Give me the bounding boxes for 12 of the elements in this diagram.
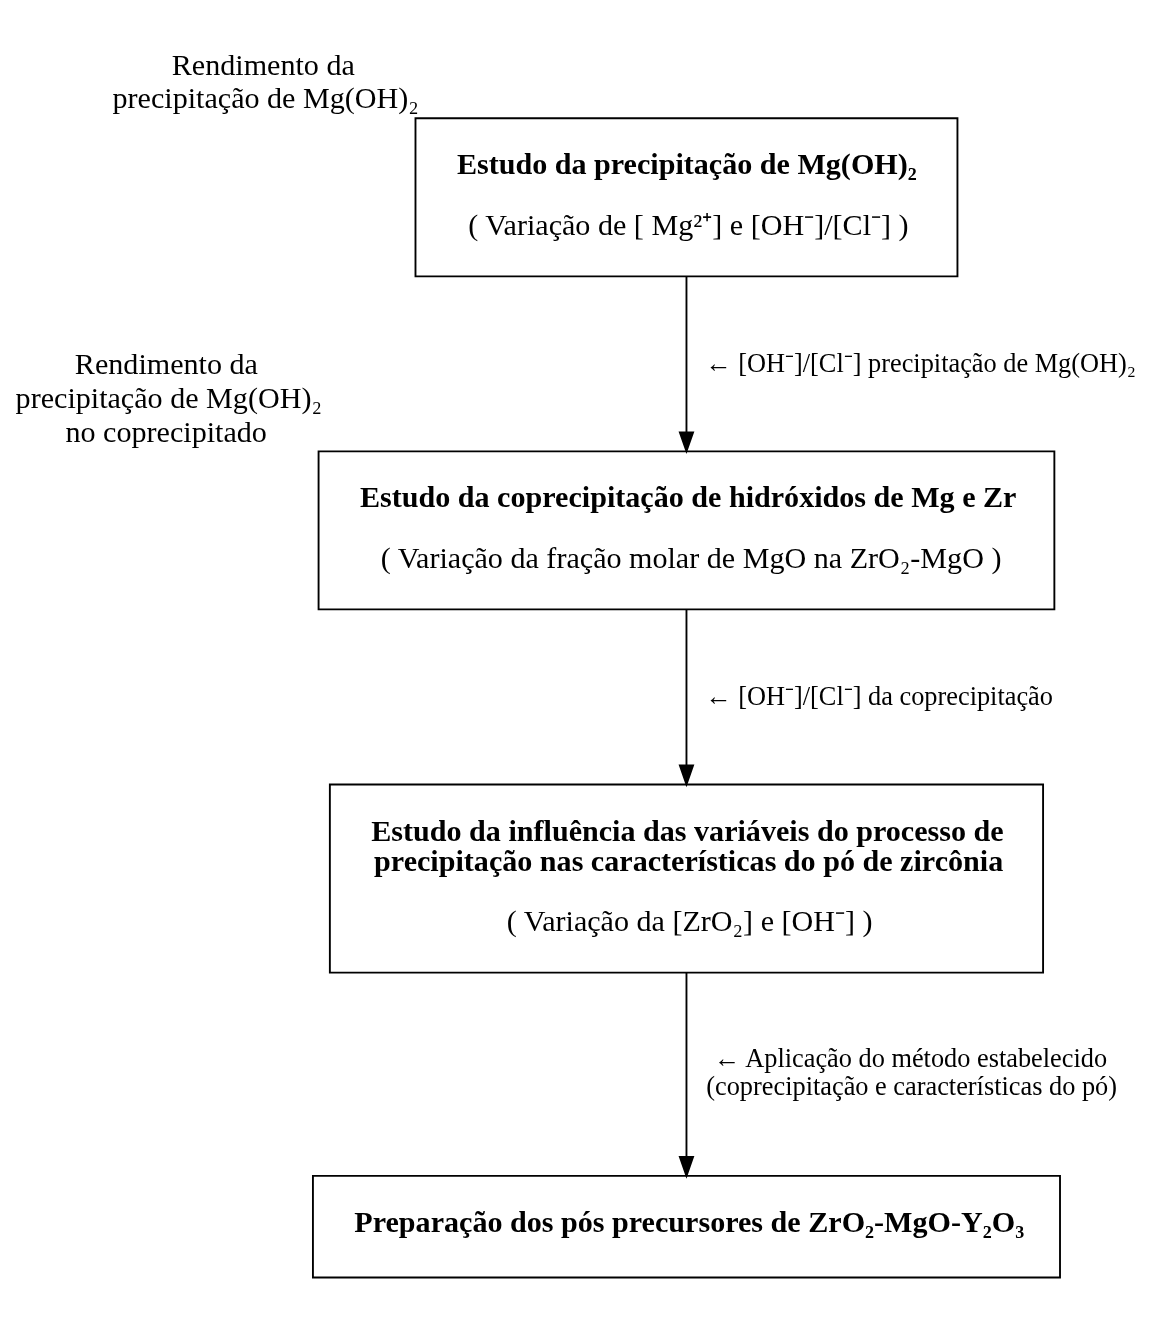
node-box: Estudo da precipitação de Mg(OH)₂ ( Variação de [ Mg²⁺] e [OH⁻]/[Cl⁻] ) xyxy=(414,116,959,277)
arrow xyxy=(678,971,695,1179)
node-box: Estudo da coprecipitação de hidróxidos de Mg e Zr ( Variação da fração molar de MgO na ZrO₂-MgO ) xyxy=(317,449,1056,610)
node-box: Preparação dos pós precursores de ZrO₂-MgO-Y₂O₃ xyxy=(312,1174,1061,1278)
edge-label: ← [OH⁻]/[Cl⁻] da coprecipitação xyxy=(705,681,1053,711)
node-label: Rendimento da precipitação de Mg(OH)₂ no coprecipitado xyxy=(15,346,322,449)
edge-label: ← Aplicação do método estabelecido (coprecipitação e características do pó) xyxy=(706,1043,1118,1101)
arrow xyxy=(678,274,695,454)
edge-label: ← [OH⁻]/[Cl⁻] precipitação de Mg(OH)₂ xyxy=(705,348,1137,378)
node-box: Estudo da influência das variáveis do processo de precipitação nas características do pó de zircônia ( Variação da [ZrO₂] e [OH⁻] ) xyxy=(328,783,1044,974)
arrow xyxy=(678,608,695,787)
node-label: Rendimento da precipitação de Mg(OH)₂ xyxy=(112,47,419,115)
